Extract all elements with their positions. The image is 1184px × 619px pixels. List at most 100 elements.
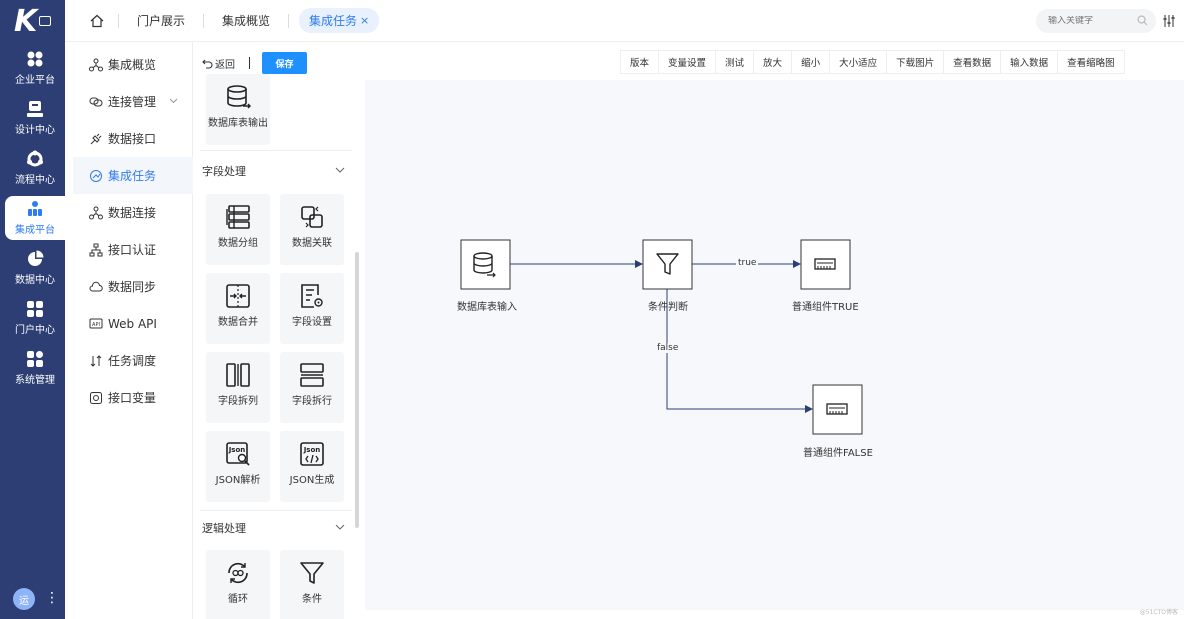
node-condition[interactable] (642, 239, 693, 290)
search-input[interactable] (1048, 16, 1128, 26)
undo-arrow-icon (202, 59, 213, 69)
subnav-item-data-api[interactable]: 数据接口 (73, 120, 193, 157)
component-json-generate[interactable]: Json JSON生成 (280, 431, 344, 502)
rail-item-process[interactable]: 流程中心 (5, 146, 65, 190)
section-divider (200, 150, 352, 151)
tab-portal[interactable]: 门户展示 (118, 13, 203, 28)
watermark: @51CTO博客 (1139, 609, 1178, 616)
rail-item-label: 企业平台 (15, 75, 55, 86)
more-icon[interactable]: ⋮ (45, 590, 59, 606)
palette-scrollbar[interactable] (355, 252, 359, 528)
settings-sliders-icon[interactable] (1162, 14, 1176, 28)
subnav-item-variables[interactable]: 接口变量 (73, 379, 193, 416)
edge-label-false: false (655, 343, 681, 353)
rail-item-label: 系统管理 (15, 375, 55, 386)
tab-label: 集成任务 (309, 14, 358, 28)
component-data-join[interactable]: 数据关联 (280, 194, 344, 265)
svg-text:Json: Json (228, 446, 246, 454)
node-false[interactable] (812, 384, 863, 435)
variable-settings-button[interactable]: 变量设置 (659, 51, 717, 73)
funnel-icon (300, 562, 324, 584)
json-search-icon: Json (226, 442, 250, 466)
component-data-merge[interactable]: 数据合并 (206, 273, 270, 344)
flow-canvas[interactable]: 数据库表输入 条件判断 普通组件TRUE 普通组件FALSE true fals… (365, 80, 1184, 610)
view-data-button[interactable]: 查看数据 (944, 51, 1002, 73)
component-condition[interactable]: 条件 (280, 550, 344, 619)
rail-item-enterprise[interactable]: 企业平台 (5, 46, 65, 90)
tab-divider (288, 13, 290, 28)
api-icon: API (89, 318, 103, 328)
network-icon (89, 206, 103, 219)
component-label: JSON解析 (215, 475, 261, 486)
download-image-button[interactable]: 下载图片 (887, 51, 945, 73)
node-db-input[interactable] (460, 239, 511, 290)
subnav-label: 数据接口 (108, 132, 157, 146)
component-label: 循环 (228, 594, 248, 605)
tab-integration-task[interactable]: 集成任务 × (299, 8, 380, 33)
rail-item-label: 流程中心 (15, 175, 55, 186)
component-db-output[interactable]: 数据库表输出 (206, 74, 270, 145)
join-icon (301, 206, 323, 228)
app-logo: K (0, 0, 65, 42)
chevron-down-icon[interactable] (335, 165, 345, 175)
back-button[interactable]: 返回 (202, 56, 235, 71)
search-icon[interactable] (1137, 15, 1148, 26)
rail-item-label: 集成平台 (15, 225, 55, 236)
subnav-item-integration-task[interactable]: 集成任务 (73, 157, 193, 194)
component-json-parse[interactable]: Json JSON解析 (206, 431, 270, 502)
avatar[interactable]: 运 (13, 588, 35, 610)
rail-item-data[interactable]: 数据中心 (5, 246, 65, 290)
subnav-item-auth[interactable]: 接口认证 (73, 231, 193, 268)
subnav-item-webapi[interactable]: API Web API (73, 305, 193, 342)
component-loop[interactable]: 循环 (206, 550, 270, 619)
component-data-group[interactable]: 数据分组 (206, 194, 270, 265)
component-label: 数据关联 (292, 238, 332, 249)
node-true[interactable] (800, 239, 851, 290)
subnav-item-overview[interactable]: 集成概览 (73, 46, 193, 83)
zoom-in-button[interactable]: 放大 (754, 51, 793, 73)
sort-arrows-icon (90, 354, 102, 367)
rail-item-label: 门户中心 (15, 325, 55, 336)
field-settings-icon (301, 284, 323, 308)
flow-edges (460, 239, 863, 435)
component-field-split-row[interactable]: 字段拆行 (280, 352, 344, 423)
json-code-icon: Json (300, 442, 324, 466)
input-data-button[interactable]: 输入数据 (1001, 51, 1059, 73)
home-icon[interactable] (90, 14, 104, 28)
subnav-label: 接口变量 (108, 391, 157, 405)
apps-icon (27, 301, 43, 317)
zoom-out-button[interactable]: 缩小 (792, 51, 831, 73)
toolbar-divider (249, 57, 250, 69)
chevron-down-icon[interactable] (169, 96, 178, 105)
rail-item-integration[interactable]: 集成平台 (5, 196, 65, 240)
subnav-item-data-connection[interactable]: 数据连接 (73, 194, 193, 231)
rail-item-design[interactable]: 设计中心 (5, 96, 65, 140)
node-label-input: 数据库表输入 (457, 302, 517, 313)
component-icon (826, 403, 848, 415)
svg-text:API: API (92, 322, 100, 328)
node-label-false: 普通组件FALSE (803, 448, 873, 459)
save-button[interactable]: 保存 (262, 52, 307, 74)
subnav-item-connection[interactable]: 连接管理 (73, 83, 193, 120)
subnav-item-schedule[interactable]: 任务调度 (73, 342, 193, 379)
tab-overview[interactable]: 集成概览 (203, 13, 288, 28)
component-label: JSON生成 (289, 475, 335, 486)
component-field-split-column[interactable]: 字段拆列 (206, 352, 270, 423)
subnav-item-sync[interactable]: 数据同步 (73, 268, 193, 305)
section-title-field: 字段处理 (202, 165, 246, 178)
close-icon[interactable]: × (360, 14, 370, 27)
component-label: 数据库表输出 (208, 118, 268, 129)
rail-item-portal[interactable]: 门户中心 (5, 296, 65, 340)
rail-item-label: 设计中心 (15, 125, 55, 136)
fit-size-button[interactable]: 大小适应 (830, 51, 888, 73)
merge-icon (226, 284, 250, 308)
version-button[interactable]: 版本 (621, 51, 660, 73)
component-field-settings[interactable]: 字段设置 (280, 273, 344, 344)
rail-item-system[interactable]: 系统管理 (5, 346, 65, 390)
component-palette: 返回 保存 数据库表输出 字段处理 数据分组 数据关联 数据合并 字段设置 字段… (194, 42, 364, 619)
view-thumbnail-button[interactable]: 查看缩略图 (1067, 58, 1115, 69)
monitor-icon[interactable] (39, 16, 52, 26)
chevron-down-icon[interactable] (335, 522, 345, 532)
sub-nav: 集成概览 连接管理 数据接口 集成任务 数据连接 接口认证 数据同步 API W… (73, 42, 193, 619)
test-button[interactable]: 测试 (716, 51, 755, 73)
